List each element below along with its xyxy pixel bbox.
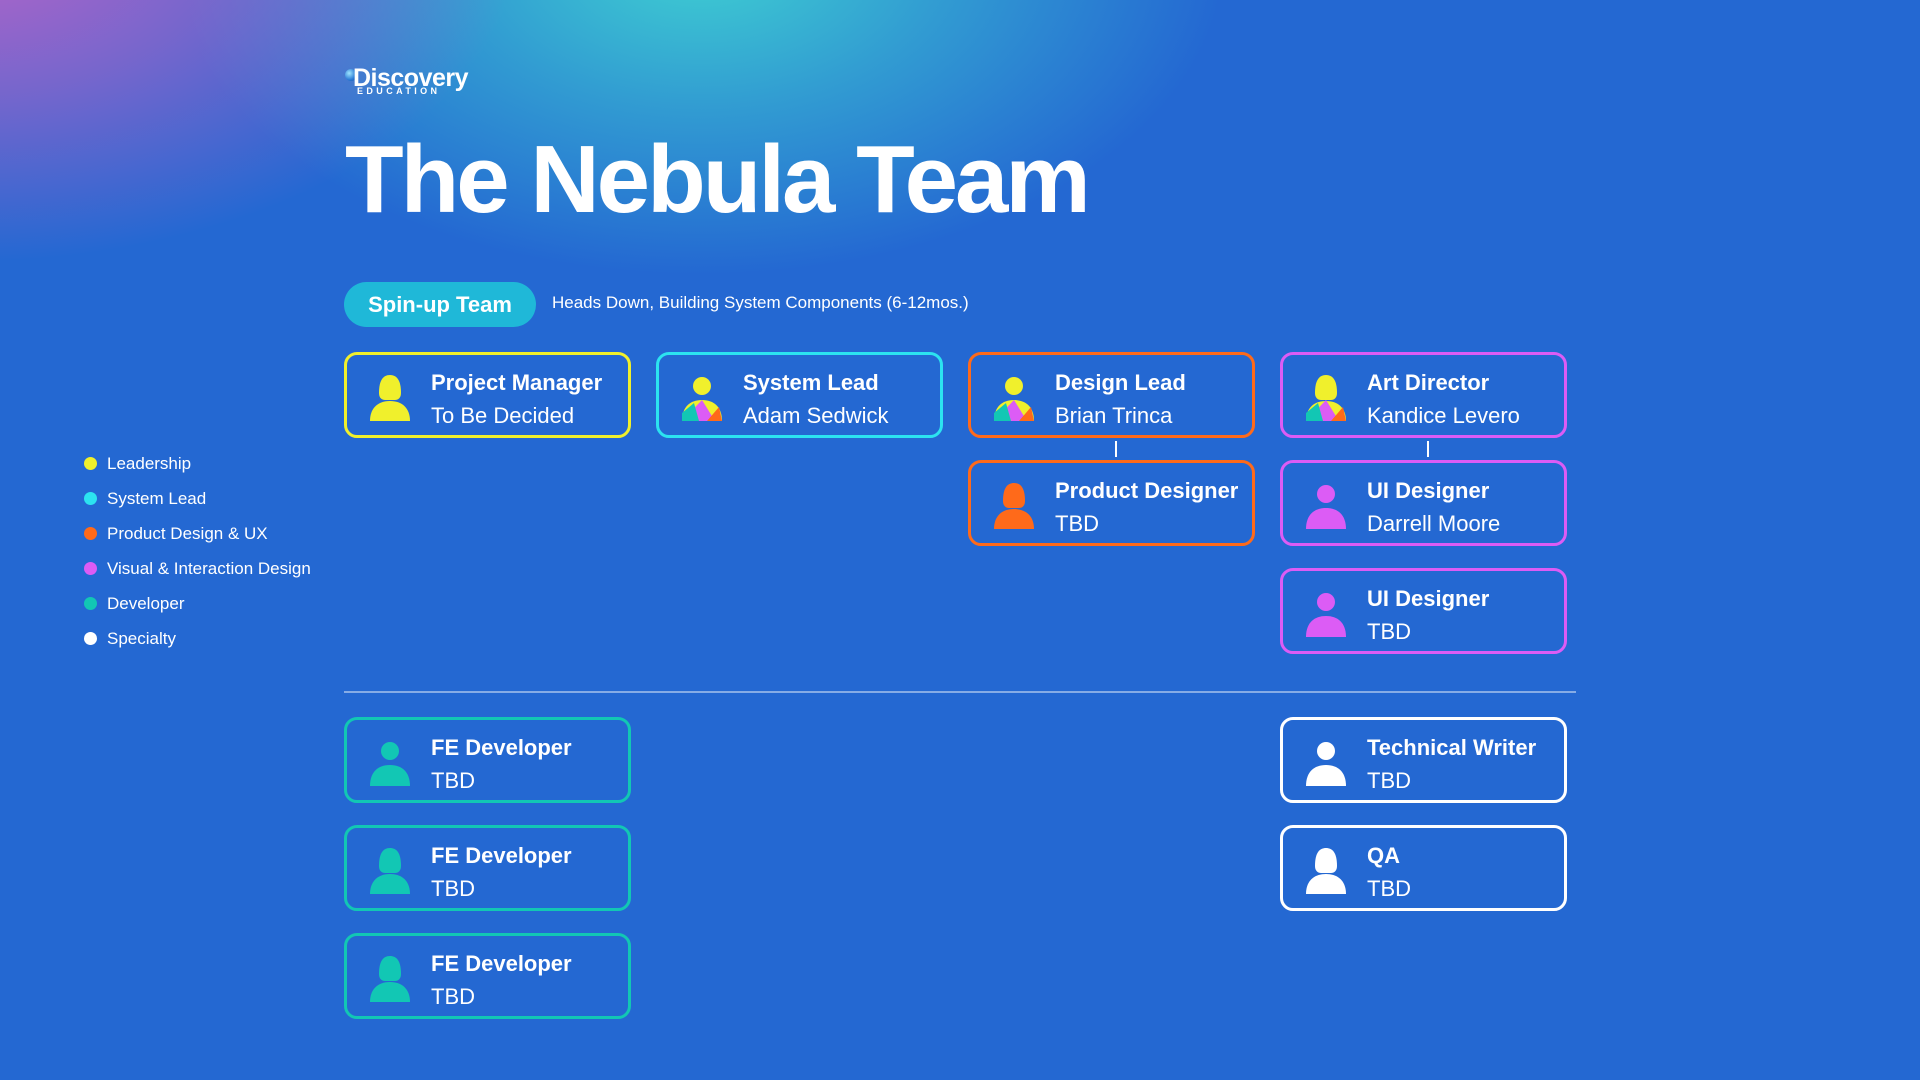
role-card-product-designer: Product Designer TBD — [968, 460, 1255, 546]
person-female-icon — [365, 952, 415, 1002]
legend-dot — [84, 597, 97, 610]
legend: Leadership System Lead Product Design & … — [84, 446, 311, 656]
legend-dot — [84, 457, 97, 470]
person-name: TBD — [431, 984, 475, 1009]
legend-dot — [84, 562, 97, 575]
person-name: Darrell Moore — [1367, 511, 1501, 536]
person-name: TBD — [1367, 619, 1411, 644]
role-title: Design Lead — [1055, 370, 1186, 395]
team-phase-badge: Spin-up Team — [344, 282, 536, 327]
role-card-qa: QA TBD — [1280, 825, 1567, 911]
person-female-icon — [365, 371, 415, 421]
logo-subtitle: EDUCATION — [357, 86, 441, 96]
role-card-fe-developer: FE Developer TBD — [344, 933, 631, 1019]
role-card-system-lead: System Lead Adam Sedwick — [656, 352, 943, 438]
role-card-fe-developer: FE Developer TBD — [344, 717, 631, 803]
role-title: FE Developer — [431, 735, 572, 760]
legend-dot — [84, 527, 97, 540]
person-name: Kandice Levero — [1367, 403, 1520, 428]
legend-item: Visual & Interaction Design — [84, 551, 311, 586]
legend-item: Leadership — [84, 446, 311, 481]
person-male-icon — [1301, 587, 1351, 637]
person-name: TBD — [1055, 511, 1099, 536]
role-card-ui-designer: UI Designer Darrell Moore — [1280, 460, 1567, 546]
legend-item: Developer — [84, 586, 311, 621]
reporting-connector — [1115, 441, 1117, 457]
role-title: Technical Writer — [1367, 735, 1537, 760]
person-name: To Be Decided — [431, 403, 575, 428]
role-card-fe-developer: FE Developer TBD — [344, 825, 631, 911]
team-phase-description: Heads Down, Building System Components (… — [552, 293, 969, 312]
role-title: System Lead — [743, 370, 879, 395]
section-divider — [344, 691, 1576, 693]
legend-item: Specialty — [84, 621, 311, 656]
person-male-icon — [1301, 736, 1351, 786]
role-title: Art Director — [1367, 370, 1490, 395]
role-card-design-lead: Design Lead Brian Trinca — [968, 352, 1255, 438]
person-name: TBD — [431, 876, 475, 901]
person-male-icon — [365, 736, 415, 786]
role-title: UI Designer — [1367, 586, 1490, 611]
role-title: QA — [1367, 843, 1400, 868]
person-female-icon — [989, 479, 1039, 529]
role-title: UI Designer — [1367, 478, 1490, 503]
legend-label: System Lead — [107, 488, 207, 508]
role-card-project-manager: Project Manager To Be Decided — [344, 352, 631, 438]
person-female-icon — [1301, 844, 1351, 894]
legend-item: Product Design & UX — [84, 516, 311, 551]
legend-label: Visual & Interaction Design — [107, 558, 311, 578]
role-title: FE Developer — [431, 951, 572, 976]
legend-item: System Lead — [84, 481, 311, 516]
person-name: TBD — [1367, 876, 1411, 901]
person-female-icon — [365, 844, 415, 894]
person-name: Brian Trinca — [1055, 403, 1173, 428]
person-male-multicolor-icon — [677, 371, 727, 421]
person-male-multicolor-icon — [989, 371, 1039, 421]
logo-wordmark: Discovery — [353, 64, 469, 92]
person-female-multicolor-icon — [1301, 371, 1351, 421]
role-title: FE Developer — [431, 843, 572, 868]
discovery-education-logo: Discovery EDUCATION — [345, 64, 485, 98]
role-card-art-director: Art Director Kandice Levero — [1280, 352, 1567, 438]
legend-label: Product Design & UX — [107, 523, 268, 543]
person-male-icon — [1301, 479, 1351, 529]
role-card-ui-designer: UI Designer TBD — [1280, 568, 1567, 654]
role-title: Project Manager — [431, 370, 603, 395]
legend-dot — [84, 632, 97, 645]
legend-label: Leadership — [107, 453, 192, 473]
legend-label: Specialty — [107, 628, 176, 648]
person-name: TBD — [431, 768, 475, 793]
legend-dot — [84, 492, 97, 505]
reporting-connector — [1427, 441, 1429, 457]
person-name: Adam Sedwick — [743, 403, 889, 428]
person-name: TBD — [1367, 768, 1411, 793]
globe-icon — [345, 69, 357, 81]
legend-label: Developer — [107, 593, 185, 613]
page-title: The Nebula Team — [345, 126, 1091, 233]
role-title: Product Designer — [1055, 478, 1239, 503]
role-card-technical-writer: Technical Writer TBD — [1280, 717, 1567, 803]
